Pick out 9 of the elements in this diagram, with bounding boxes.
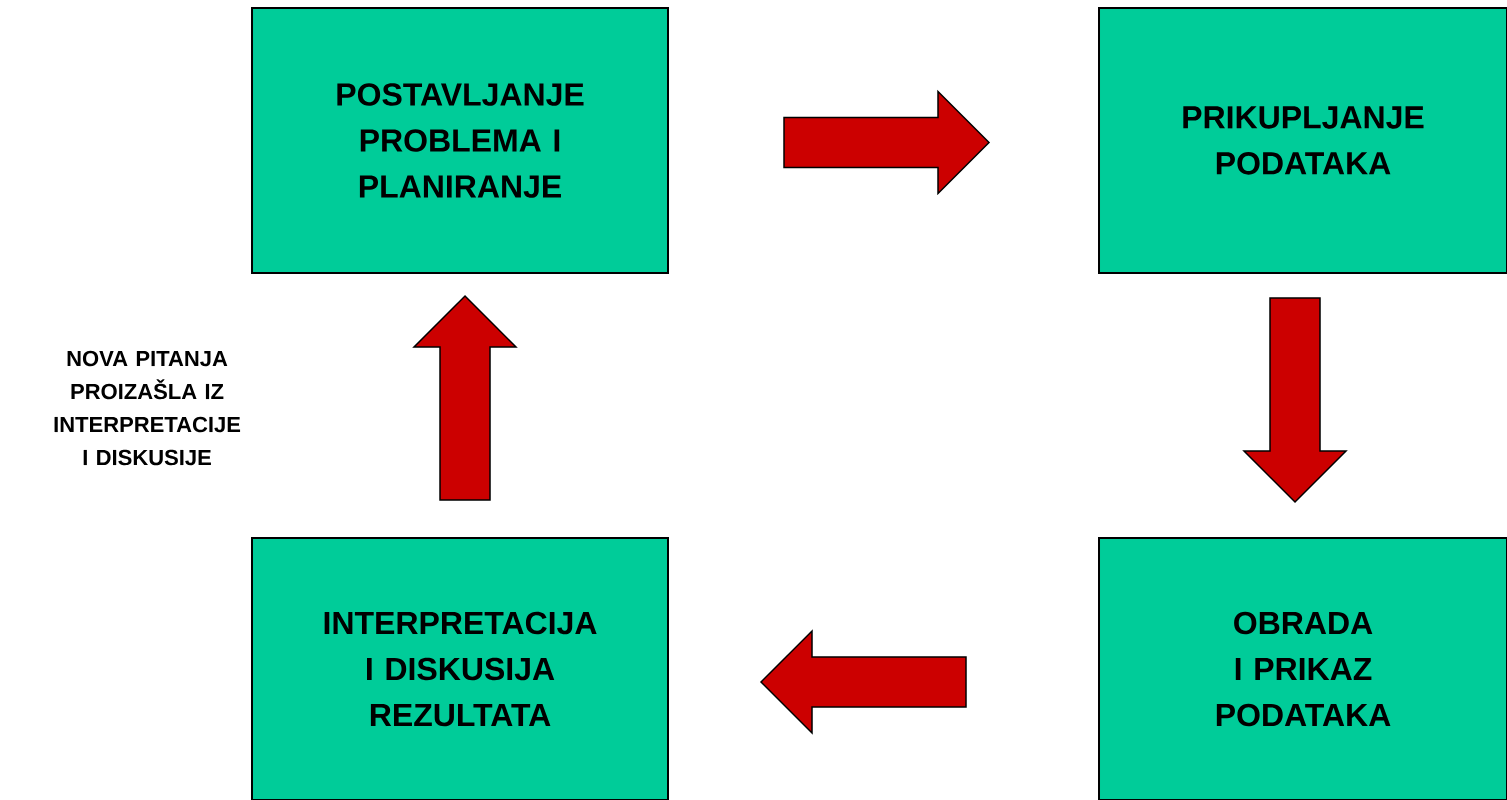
side-note: NOVA PITANJA PROIZAŠLA IZ INTERPRETACIJE I DISKUSIJE bbox=[54, 350, 241, 466]
block-arrow bbox=[783, 89, 991, 196]
block-arrow bbox=[759, 629, 967, 735]
block-arrow bbox=[1242, 297, 1348, 504]
process-box: PRIKUPLJANJE PODATAKA bbox=[1098, 7, 1507, 274]
process-box: INTERPRETACIJA I DISKUSIJA REZULTATA bbox=[251, 537, 669, 800]
process-box: POSTAVLJANJE PROBLEMA I PLANIRANJE bbox=[251, 7, 669, 274]
process-box: OBRADA I PRIKAZ PODATAKA bbox=[1098, 537, 1507, 800]
block-arrow bbox=[412, 294, 518, 501]
